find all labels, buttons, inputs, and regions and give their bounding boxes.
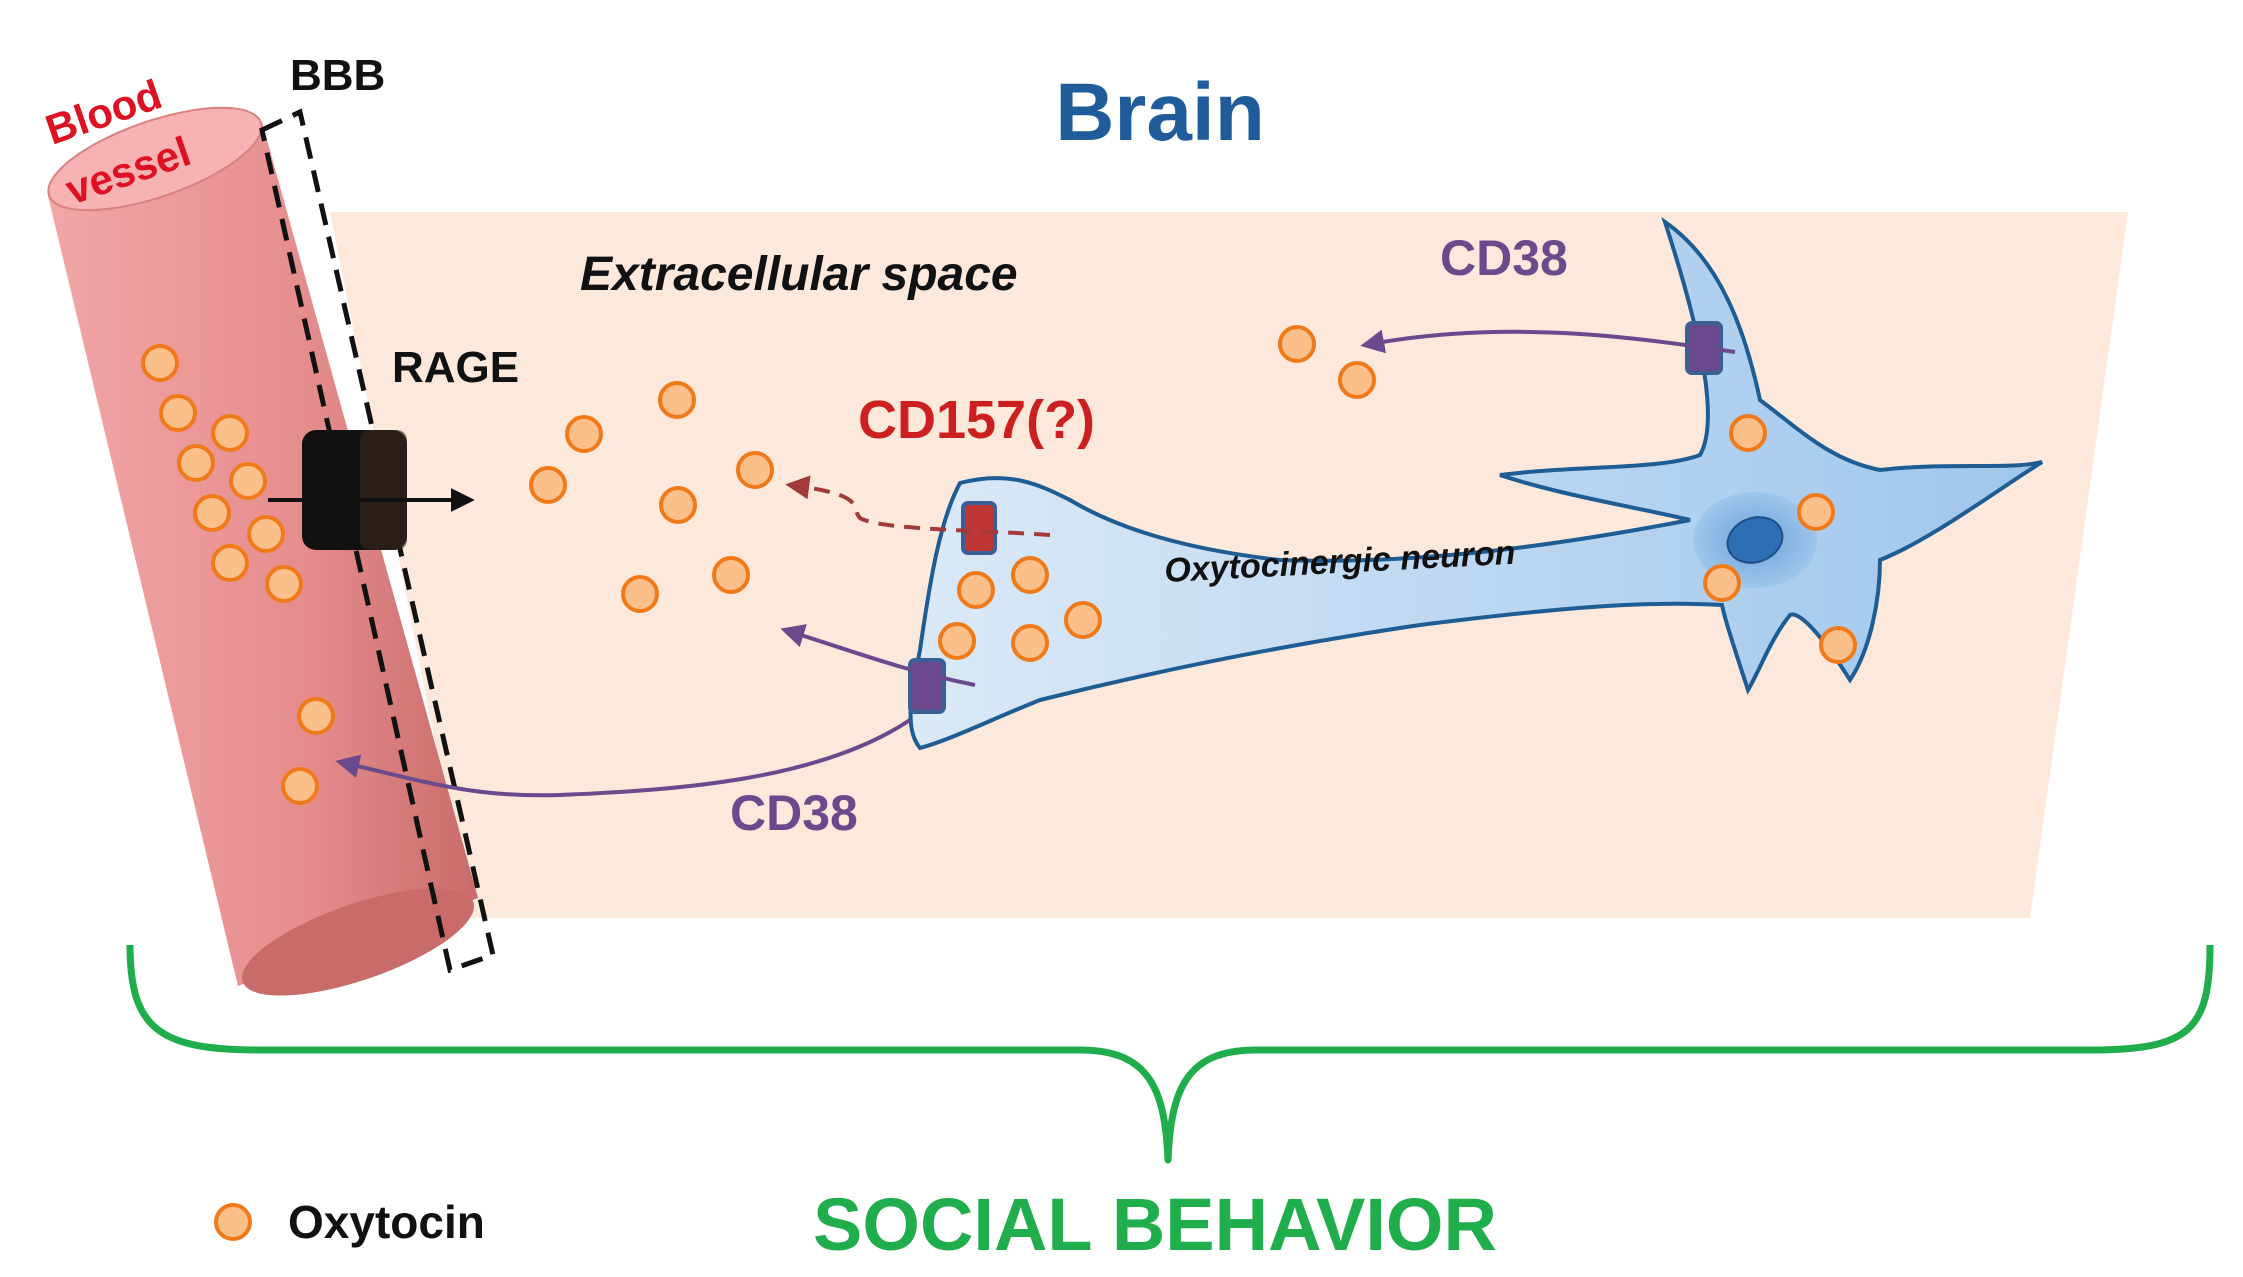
nucleus bbox=[1726, 516, 1784, 564]
oxytocin-molecule bbox=[529, 466, 567, 504]
cd38-dendrite-arrow bbox=[1360, 329, 1736, 354]
cd38-label-top: CD38 bbox=[1440, 230, 1568, 286]
rage-transporter-icon bbox=[268, 430, 475, 550]
oxytocinergic-neuron bbox=[908, 216, 2044, 751]
oxytocin-molecule bbox=[211, 414, 249, 452]
oxytocin-molecule bbox=[159, 394, 197, 432]
oxytocin-molecule bbox=[177, 444, 215, 482]
oxytocin-molecule bbox=[712, 556, 750, 594]
extracellular-space-label: Extracellular space bbox=[580, 248, 1018, 301]
oxytocin-molecule bbox=[736, 451, 774, 489]
oxytocin-molecule bbox=[247, 515, 285, 553]
oxytocin-legend-icon bbox=[214, 1203, 252, 1241]
oxytocin-molecule bbox=[211, 544, 249, 582]
social-behavior-brace bbox=[126, 944, 2214, 1164]
oxytocin-molecule bbox=[1278, 325, 1316, 363]
oxytocin-molecule bbox=[1064, 601, 1102, 639]
cd38-blood-arrow bbox=[335, 718, 912, 798]
oxytocin-molecule bbox=[1011, 624, 1049, 662]
oxytocin-molecules bbox=[141, 325, 1857, 805]
oxytocin-legend-label: Oxytocin bbox=[288, 1196, 485, 1248]
brain-title: Brain bbox=[1055, 67, 1265, 158]
oxytocin-molecule bbox=[621, 575, 659, 613]
bbb-boundary bbox=[259, 108, 496, 974]
oxytocin-molecule bbox=[229, 462, 267, 500]
cd38-release-arrow bbox=[780, 624, 976, 687]
oxytocin-molecule bbox=[265, 565, 303, 603]
rage-label: RAGE bbox=[392, 343, 519, 392]
cd157-receptor-icon bbox=[961, 501, 997, 555]
cd38-label-bottom: CD38 bbox=[730, 785, 858, 841]
oxytocin-molecule bbox=[1011, 556, 1049, 594]
oxytocin-molecule bbox=[141, 344, 179, 382]
oxytocin-molecule bbox=[957, 571, 995, 609]
oxytocin-molecule bbox=[1338, 361, 1376, 399]
cd157-label: CD157(?) bbox=[858, 390, 1095, 450]
oxytocin-molecule bbox=[297, 697, 335, 735]
oxytocin-molecule bbox=[658, 381, 696, 419]
oxytocin-molecule bbox=[1797, 493, 1835, 531]
social-behavior-label: SOCIAL BEHAVIOR bbox=[813, 1183, 1497, 1266]
cd157-release-arrow bbox=[785, 475, 1051, 537]
oxytocin-molecule bbox=[565, 415, 603, 453]
oxytocin-molecule bbox=[1703, 564, 1741, 602]
cd38-receptor-icon bbox=[908, 658, 946, 714]
oxytocin-molecule bbox=[938, 622, 976, 660]
oxytocin-molecule bbox=[659, 486, 697, 524]
oxytocin-molecule bbox=[281, 767, 319, 805]
bbb-label: BBB bbox=[290, 51, 385, 100]
oxytocin-molecule bbox=[1819, 626, 1857, 664]
oxytocin-molecule bbox=[1729, 414, 1767, 452]
oxytocin-molecule bbox=[193, 494, 231, 532]
